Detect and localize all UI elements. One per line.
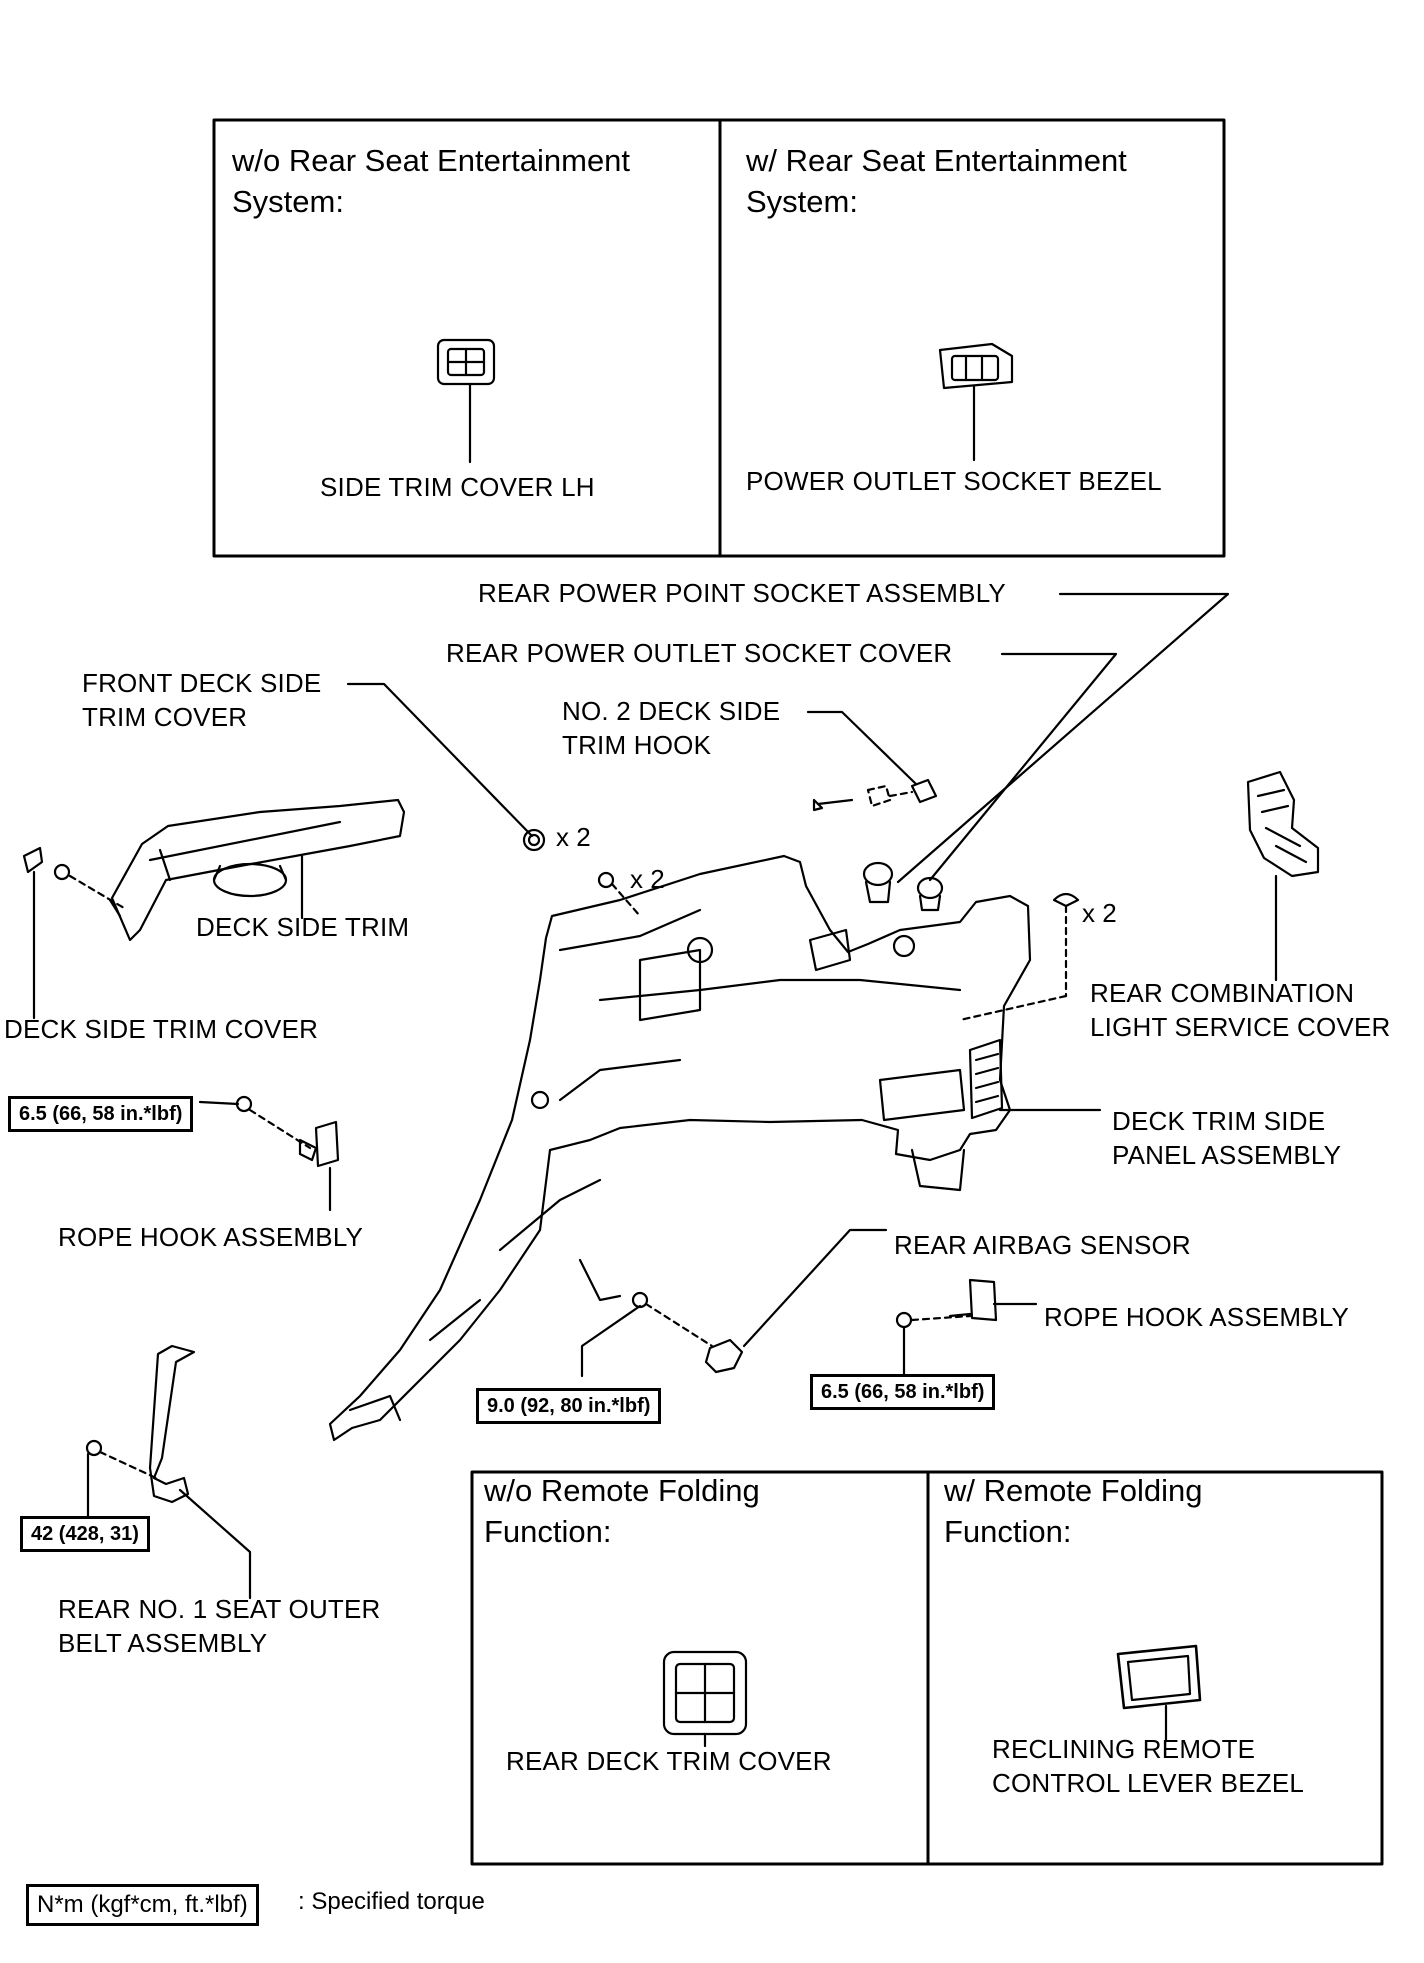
rear-power-point-label: REAR POWER POINT SOCKET ASSEMBLY xyxy=(478,578,1006,608)
rear-power-outlet-cover-label: REAR POWER OUTLET SOCKET COVER xyxy=(446,638,953,668)
no2-deck-side-trim-hook-label: NO. 2 DECK SIDE TRIM HOOK xyxy=(562,696,781,760)
deck-side-trim-part xyxy=(108,798,406,942)
reclining-bezel-part xyxy=(1116,1644,1202,1742)
rope-hook-left-label: ROPE HOOK ASSEMBLY xyxy=(58,1222,364,1252)
deck-trim-side-panel-label: DECK TRIM SIDE PANEL ASSEMBLY xyxy=(1112,1106,1342,1170)
bottom-right-variant-header: w/ Remote Folding Function: xyxy=(944,1473,1203,1549)
rear-airbag-sensor-label: REAR AIRBAG SENSOR xyxy=(894,1230,1191,1260)
no2-hook-part xyxy=(812,778,938,812)
rear-deck-trim-cover-label: REAR DECK TRIM COVER xyxy=(506,1746,832,1776)
rear-airbag-sensor-part xyxy=(580,1228,888,1378)
right-clip-quantity: x 2 xyxy=(1082,898,1117,928)
reclining-bezel-label: RECLINING REMOTE CONTROL LEVER BEZEL xyxy=(992,1734,1305,1798)
deck-side-trim-cover-label: DECK SIDE TRIM COVER xyxy=(4,1014,319,1044)
rear-deck-trim-cover-part xyxy=(662,1650,748,1748)
deck-side-trim-cover-part xyxy=(22,846,126,1020)
right-clips xyxy=(958,892,1080,1022)
torque-rope-hook-left: 6.5 (66, 58 in.*lbf) xyxy=(8,1096,194,1132)
torque-rope-hook-right: 6.5 (66, 58 in.*lbf) xyxy=(810,1374,996,1410)
rear-combination-light-label: REAR COMBINATION LIGHT SERVICE COVER xyxy=(1090,978,1391,1042)
torque-legend-text: : Specified torque xyxy=(298,1888,485,1915)
upper-screws xyxy=(597,871,642,918)
power-outlet-bezel-label: POWER OUTLET SOCKET BEZEL xyxy=(746,466,1162,496)
leader-front-deck-cover xyxy=(346,682,534,838)
torque-airbag-sensor: 9.0 (92, 80 in.*lbf) xyxy=(476,1388,662,1424)
rope-hook-right-part xyxy=(895,1278,1038,1378)
upper-screw-quantity: x 2 xyxy=(630,864,665,894)
deck-trim-side-panel-part xyxy=(328,854,1102,1442)
torque-legend-box: N*m (kgf*cm, ft.*lbf) xyxy=(26,1884,259,1926)
front-deck-side-trim-cover-label: FRONT DECK SIDE TRIM COVER xyxy=(82,668,322,732)
top-right-variant-header: w/ Rear Seat Entertainment System: xyxy=(746,143,1127,219)
side-trim-cover-lh-part xyxy=(436,338,496,464)
rope-hook-left-part xyxy=(198,1095,340,1212)
bottom-left-variant-header: w/o Remote Folding Function: xyxy=(484,1473,760,1549)
front-deck-clip-part xyxy=(522,828,546,852)
rope-hook-right-label: ROPE HOOK ASSEMBLY xyxy=(1044,1302,1350,1332)
leader-rear-power-outlet-cover xyxy=(928,652,1118,882)
leader-no2-hook xyxy=(806,710,918,786)
top-left-variant-header: w/o Rear Seat Entertainment System: xyxy=(232,143,631,219)
rear-seat-belt-label: REAR NO. 1 SEAT OUTER BELT ASSEMBLY xyxy=(58,1594,381,1658)
socket-parts xyxy=(862,861,944,912)
side-trim-cover-lh-label: SIDE TRIM COVER LH xyxy=(320,472,595,502)
torque-seat-belt: 42 (428, 31) xyxy=(20,1516,150,1552)
power-outlet-socket-bezel-part xyxy=(938,342,1014,462)
front-clip-quantity: x 2 xyxy=(556,822,591,852)
rear-combination-light-cover-part xyxy=(1246,770,1320,982)
deck-side-trim-label: DECK SIDE TRIM xyxy=(196,912,410,942)
rear-seat-belt-part xyxy=(85,1344,252,1600)
